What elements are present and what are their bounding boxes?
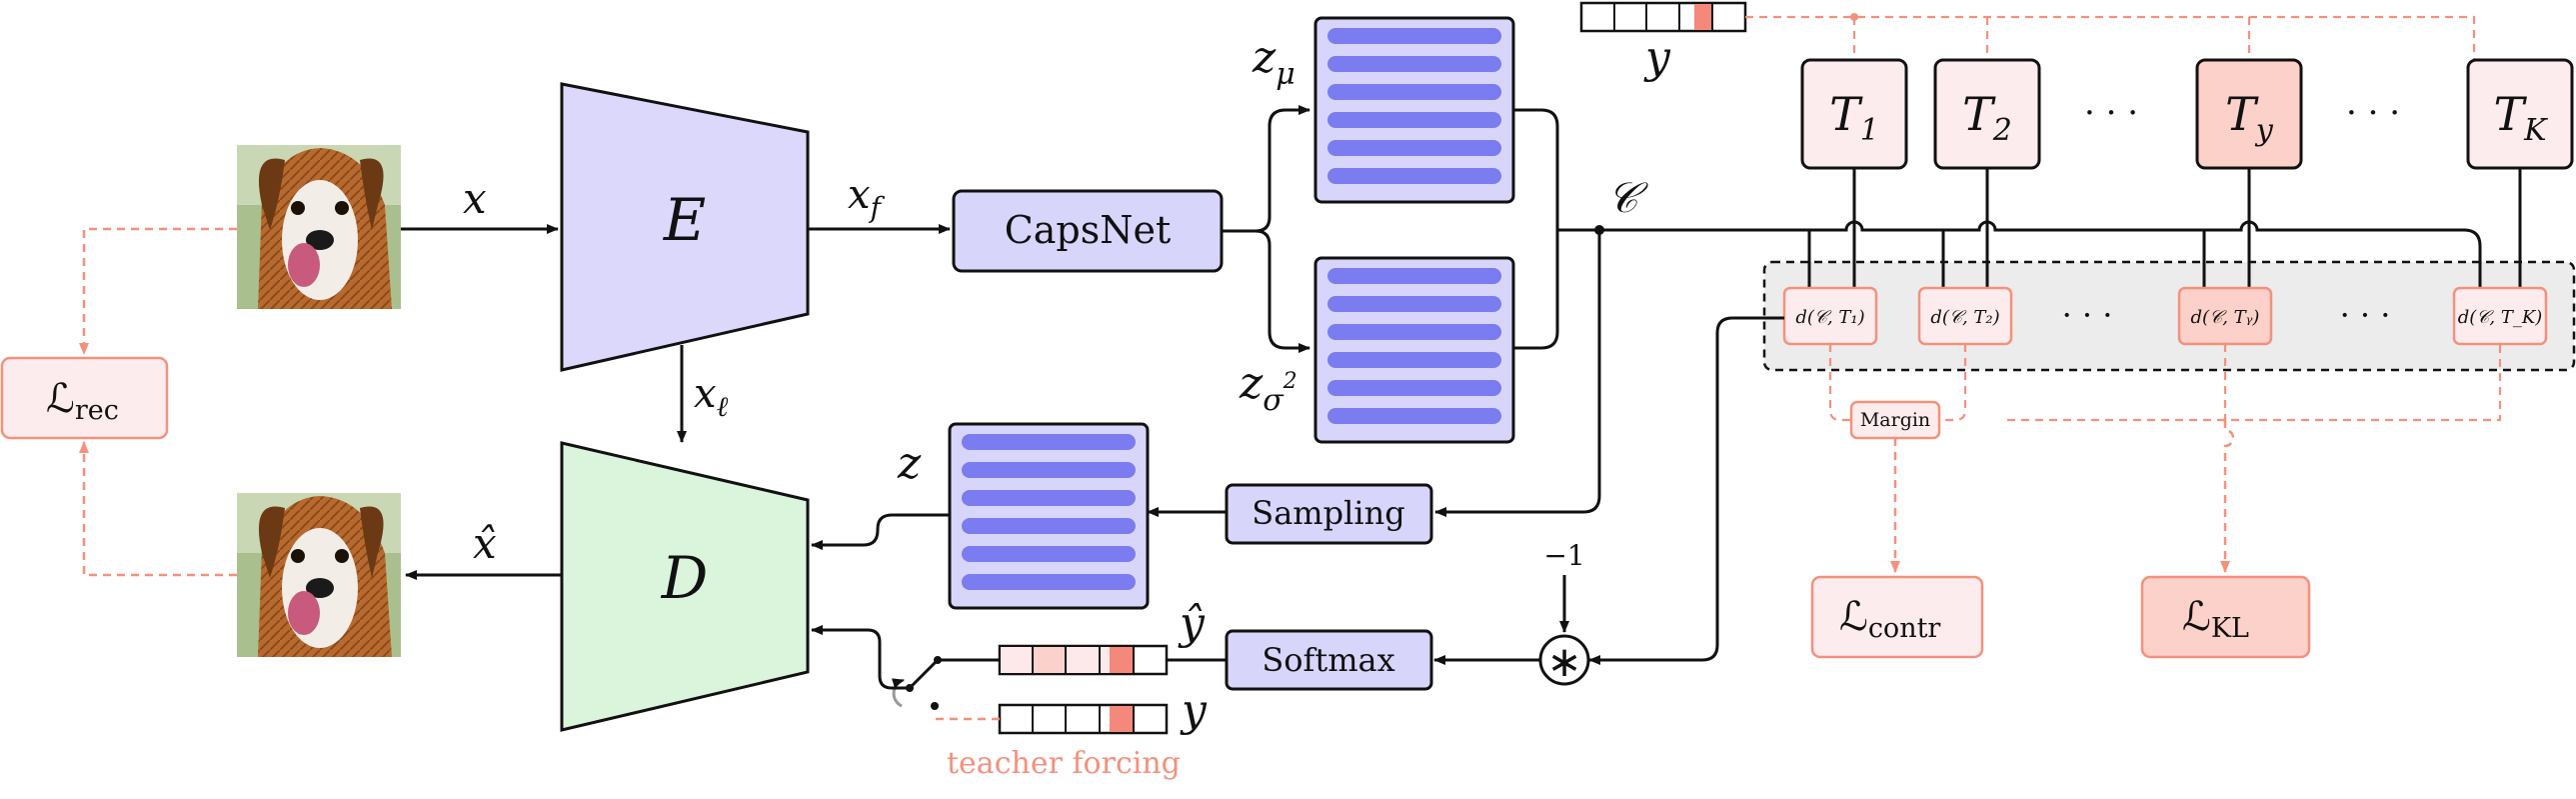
softmax-label: Softmax [1262, 641, 1394, 679]
z-sigma-capsules [1327, 268, 1501, 424]
xf-label: xf [848, 172, 886, 224]
capsnet-to-mu [1222, 105, 1310, 233]
distance-label-1: d(𝒞, T₁) [1795, 307, 1864, 328]
loss-rec-label: ℒrec [46, 376, 119, 426]
distance-box-k [2452, 286, 2548, 346]
loss-kl-label: ℒKL [2182, 594, 2249, 644]
output-image [237, 493, 401, 657]
switch-to-decoder [811, 625, 910, 690]
token-ellipsis-2: · · · [2346, 93, 2400, 133]
encoder-label: E [663, 186, 706, 254]
distance-links [1828, 344, 2502, 422]
z-label: z [897, 438, 922, 489]
onehot-y-bottom [998, 703, 1169, 735]
distance-panel [1762, 260, 2576, 372]
z-mu-label: zμ [1252, 32, 1295, 92]
capsnet-to-sigma [1255, 229, 1310, 353]
neg-one-label: −1 [1543, 539, 1584, 572]
y-top-label: y [1643, 32, 1671, 83]
loss-contr-label: ℒcontr [1839, 594, 1940, 644]
distance-label-y: d(𝒞, Tᵧ) [2191, 307, 2260, 328]
token-drop-lines [1852, 168, 2522, 288]
c-to-sampling [1434, 230, 1601, 517]
teacher-forcing-label: teacher forcing [947, 746, 1181, 781]
c-main-line [1599, 220, 2482, 300]
loss-contr-box [1810, 575, 1984, 659]
token-ellipsis-1: · · · [2084, 93, 2138, 133]
token-t1-label: T1 [1829, 87, 1879, 148]
decoder-label: D [661, 544, 709, 612]
distance-label-k: d(𝒞, T_K) [2458, 307, 2543, 328]
token-tk-label: TK [2493, 87, 2548, 148]
multiply-symbol: ∗ [1546, 637, 1581, 686]
loss-kl-box [2140, 575, 2311, 659]
rec-arrow-top [79, 227, 237, 355]
encoder-block [560, 82, 810, 372]
y-hat-label: ŷ [1178, 598, 1206, 649]
loss-rec-box [0, 356, 169, 440]
distance-label-2: d(𝒞, T₂) [1930, 307, 1999, 328]
sigma-to-c [1513, 228, 1599, 350]
xhat-label: x̂ [473, 519, 497, 568]
y-bottom-label: y [1180, 685, 1208, 736]
decoder-block [560, 441, 810, 732]
onehot-y-top [1579, 1, 1747, 33]
z-capsules [962, 434, 1136, 590]
distance-ellipsis-2: · · · [2340, 296, 2391, 334]
sampling-block [1225, 483, 1433, 545]
x-label: x [463, 174, 487, 223]
c-drop-lines [1807, 230, 2206, 288]
token-ty-label: Ty [2225, 87, 2274, 148]
input-image [237, 145, 401, 309]
distance-ellipsis-1: · · · [2062, 296, 2113, 334]
z-sigma-label: zσ2 [1239, 358, 1297, 418]
onehot-y-hat [998, 644, 1169, 676]
c-label: 𝒞 [1607, 173, 1648, 222]
rec-arrow-bottom [79, 441, 237, 577]
switch-icon[interactable] [892, 656, 942, 710]
distance-y-to-kl [2220, 420, 2235, 573]
margin-label: Margin [1860, 409, 1930, 431]
y-top-connector [1745, 15, 2476, 60]
distance-to-multiply [1588, 316, 1784, 665]
z-mu-capsules [1327, 28, 1501, 184]
sampling-label: Sampling [1252, 494, 1404, 532]
z-to-decoder [811, 513, 950, 550]
token-t2-label: T2 [1962, 87, 2012, 148]
capsnet-label: CapsNet [1005, 208, 1172, 252]
mu-to-c [1513, 108, 1559, 230]
y-top-dot [1850, 13, 1858, 21]
xl-label: xℓ [694, 371, 729, 423]
